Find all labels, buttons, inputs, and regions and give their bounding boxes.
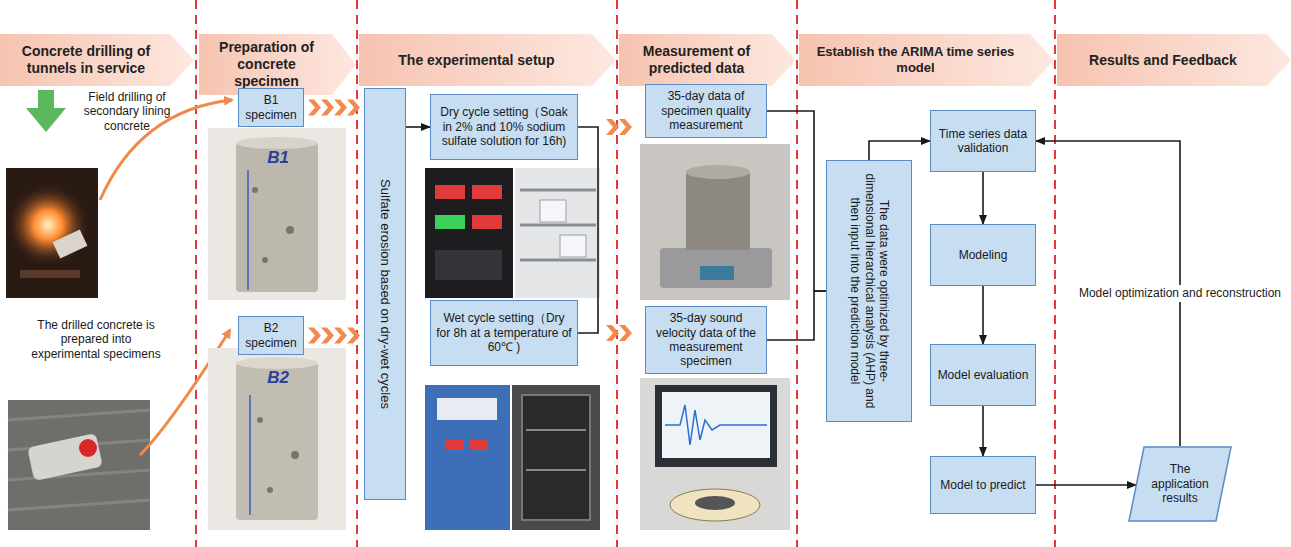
arrow-fill	[199, 34, 356, 95]
process-box: 35-day data of specimen quality measurem…	[645, 84, 767, 138]
node-text: Concrete drilling of tunnels in service	[9, 43, 163, 77]
stage-header: Concrete drilling of tunnels in service	[0, 34, 194, 86]
node-text: Measurement of predicted data	[628, 43, 765, 77]
specimen-photo	[208, 348, 346, 530]
edge-label: Model optimization and reconstruction	[1076, 285, 1284, 301]
chevron-arrow	[308, 328, 360, 344]
connector	[982, 286, 984, 344]
connector	[767, 291, 826, 340]
parallelogram-fill	[1129, 447, 1231, 521]
text-holder: Measurement of predicted data	[628, 43, 765, 77]
node-text: Establish the ARIMA time series model	[808, 44, 1023, 75]
arrow-fill	[799, 34, 1054, 86]
ultrasonic-photo	[640, 378, 790, 530]
text-holder: Results and Feedback	[1066, 52, 1260, 69]
connector	[767, 111, 826, 291]
stage-header: The experimental setup	[359, 34, 616, 86]
process-box: Dry cycle setting（Soak in 2% and 10% sod…	[430, 94, 578, 160]
down-arrow	[26, 90, 66, 132]
specimen-site-photo	[8, 400, 150, 530]
text-holder: Wet cycle setting（Dry for 8h at a temper…	[435, 311, 573, 354]
text-holder: Model evaluation	[935, 368, 1031, 382]
node-text: Preparation of concrete specimen	[208, 39, 325, 89]
specimen-mark: B1	[258, 148, 298, 168]
text-holder: Modeling	[935, 248, 1031, 262]
text-holder: Sulfate erosion based on dry-wet cycles	[377, 96, 393, 492]
note-label: Field drilling of secondary lining concr…	[68, 90, 186, 133]
text-holder: Establish the ARIMA time series model	[808, 44, 1023, 75]
process-box: Modeling	[930, 224, 1036, 286]
arrow-fill	[0, 34, 194, 86]
stage-header: Results and Feedback	[1057, 34, 1291, 86]
controller-photo	[425, 168, 600, 298]
text-holder: The application results	[1148, 462, 1212, 505]
text-holder: The experimental setup	[368, 52, 585, 69]
text-holder: 35-day sound velocity data of the measur…	[650, 311, 762, 369]
node-text: Model to predict	[940, 478, 1025, 492]
note-label: The drilled concrete is prepared into ex…	[28, 318, 164, 361]
text-holder: The data were optimized by three-dimensi…	[847, 168, 890, 414]
connector	[406, 126, 430, 128]
stage-header: Establish the ARIMA time series model	[799, 34, 1054, 86]
node-text: Results and Feedback	[1089, 52, 1237, 69]
connector	[982, 406, 984, 456]
text-holder: B1 specimen	[243, 93, 299, 122]
text-holder: 35-day data of specimen quality measurem…	[650, 89, 762, 132]
node-text: B1 specimen	[243, 93, 299, 122]
process-box: Model to predict	[930, 456, 1036, 514]
text-holder: Time series data validation	[935, 127, 1031, 156]
connector	[578, 127, 598, 333]
process-box: Time series data validation	[930, 110, 1036, 172]
process-box: Sulfate erosion based on dry-wet cycles	[364, 88, 406, 500]
connector	[982, 172, 984, 224]
stage-header: Preparation of concrete specimen	[199, 34, 356, 95]
node-text: Time series data validation	[935, 127, 1031, 156]
process-box: B1 specimen	[238, 88, 304, 127]
arrow-fill	[1057, 34, 1291, 86]
node-text: The data were optimized by three-dimensi…	[847, 168, 890, 414]
chevron-arrow	[308, 100, 360, 116]
scale-photo	[640, 144, 790, 300]
node-text: Model evaluation	[938, 368, 1029, 382]
process-box: Model evaluation	[930, 344, 1036, 406]
result-parallelogram: The application results	[1128, 446, 1232, 522]
node-text: Sulfate erosion based on dry-wet cycles	[377, 179, 393, 409]
drilling-photo	[6, 168, 98, 298]
specimen-mark: B2	[258, 368, 298, 388]
node-text: Wet cycle setting（Dry for 8h at a temper…	[435, 311, 573, 354]
process-box: 35-day sound velocity data of the measur…	[645, 306, 767, 374]
text-holder: Model to predict	[935, 478, 1031, 492]
node-text: B2 specimen	[243, 321, 299, 350]
process-box: B2 specimen	[238, 316, 304, 355]
text-holder: Preparation of concrete specimen	[208, 39, 325, 89]
chevron-arrow	[606, 325, 632, 341]
oven-photo	[425, 385, 600, 530]
chevron-arrow	[606, 119, 632, 135]
connector	[869, 141, 930, 160]
text-holder: Concrete drilling of tunnels in service	[9, 43, 163, 77]
process-box: The data were optimized by three-dimensi…	[826, 160, 912, 422]
node-text: The experimental setup	[398, 52, 554, 69]
node-text: 35-day sound velocity data of the measur…	[650, 311, 762, 369]
node-text: 35-day data of specimen quality measurem…	[650, 89, 762, 132]
text-holder: B2 specimen	[243, 321, 299, 350]
divider-lines	[196, 0, 1055, 547]
process-box: Wet cycle setting（Dry for 8h at a temper…	[430, 300, 578, 366]
text-holder: Dry cycle setting（Soak in 2% and 10% sod…	[435, 105, 573, 148]
node-text: Modeling	[959, 248, 1008, 262]
stage-header: Measurement of predicted data	[619, 34, 796, 86]
node-text: The application results	[1148, 462, 1212, 505]
arrow-fill	[619, 34, 796, 86]
connector	[1036, 484, 1136, 486]
specimen-photo	[208, 128, 346, 300]
arrow-fill	[359, 34, 616, 86]
node-text: Dry cycle setting（Soak in 2% and 10% sod…	[435, 105, 573, 148]
